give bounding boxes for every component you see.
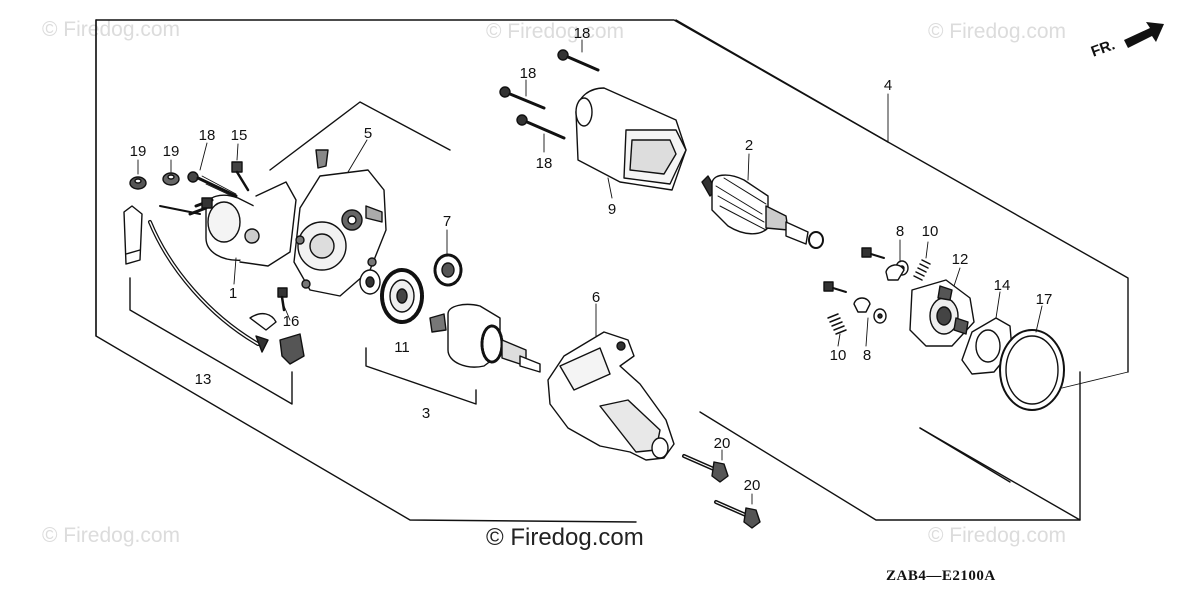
clip-lower [853, 297, 871, 313]
drive-group-bracket [365, 347, 477, 405]
bolt-20a [682, 454, 729, 483]
callout-19-right: 19 [163, 143, 180, 160]
idle-gear-7 [433, 253, 463, 287]
callout-14: 14 [994, 277, 1011, 294]
callout-11: 11 [394, 339, 410, 356]
callout-1: 1 [229, 285, 237, 302]
callout-9: 9 [608, 201, 616, 218]
watermark-top-center: © Firedog.com [486, 20, 625, 43]
callout-13: 13 [195, 371, 212, 388]
gear-housing-bracket-5 [293, 149, 387, 297]
motor-yoke-9 [575, 87, 687, 191]
callout-8-lower: 8 [863, 347, 871, 364]
housing-group-boundary [675, 19, 1081, 521]
site-credit: © Firedog.com [486, 524, 644, 551]
bracket-group-boundary [95, 19, 451, 337]
callout-6: 6 [592, 289, 600, 306]
nut-19b [162, 172, 180, 186]
callout-17: 17 [1036, 291, 1053, 308]
watermark-bottom-left: © Firedog.com [42, 524, 181, 547]
callout-3: 3 [422, 405, 430, 422]
screw-8-lower [823, 281, 847, 293]
front-direction-arrow-icon [1124, 22, 1164, 48]
callout-20-upper: 20 [714, 435, 731, 452]
watermark-bottom-right: © Firedog.com [928, 524, 1067, 547]
callout-19-left: 19 [130, 143, 147, 160]
callout-16: 16 [283, 313, 300, 330]
callout-18-solenoid: 18 [199, 127, 216, 144]
rear-cover-17 [999, 329, 1065, 411]
diagram-code: ZAB4—E2100A [886, 568, 996, 584]
callout-5: 5 [364, 125, 372, 142]
cable-harness-13 [123, 205, 305, 365]
solenoid-1 [188, 181, 297, 267]
clip-upper [885, 264, 905, 281]
callout-12: 12 [952, 251, 969, 268]
screw-16 [277, 287, 288, 312]
washer-8-lower [873, 308, 887, 324]
bolt-18-middle [499, 86, 546, 110]
callout-8-upper: 8 [896, 223, 904, 240]
overrunning-clutch-3 [429, 303, 541, 373]
bolt-18-top [557, 49, 600, 72]
watermark-top-right: © Firedog.com [928, 20, 1067, 43]
callout-2: 2 [745, 137, 753, 154]
assembly-boundary-line [95, 19, 1129, 523]
callout-15: 15 [231, 127, 248, 144]
callout-4: 4 [884, 77, 892, 94]
bolt-20b [714, 500, 761, 529]
reduction-gear-11 [380, 268, 424, 324]
callout-18-top: 18 [574, 25, 591, 42]
spring-10-lower [827, 313, 847, 335]
bolt-18-lower [516, 114, 566, 140]
nut-19a [129, 176, 147, 190]
washer [359, 269, 381, 295]
callout-10-lower: 10 [830, 347, 847, 364]
spring-10-upper [913, 259, 931, 281]
callout-18-middle: 18 [520, 65, 537, 82]
armature-2 [701, 174, 824, 249]
callout-10-upper: 10 [922, 223, 939, 240]
brush-holder-12 [909, 279, 975, 347]
screw-8-upper [861, 247, 885, 259]
leader-lines [137, 39, 1129, 505]
screw-15 [231, 161, 250, 192]
callout-20-lower: 20 [744, 477, 761, 494]
harness-group-bracket [129, 277, 293, 405]
bolt-18-solenoid [187, 171, 238, 198]
front-housing-6 [547, 331, 675, 461]
callout-18-lower: 18 [536, 155, 553, 172]
callout-7: 7 [443, 213, 451, 230]
watermark-top-left: © Firedog.com [42, 18, 181, 41]
